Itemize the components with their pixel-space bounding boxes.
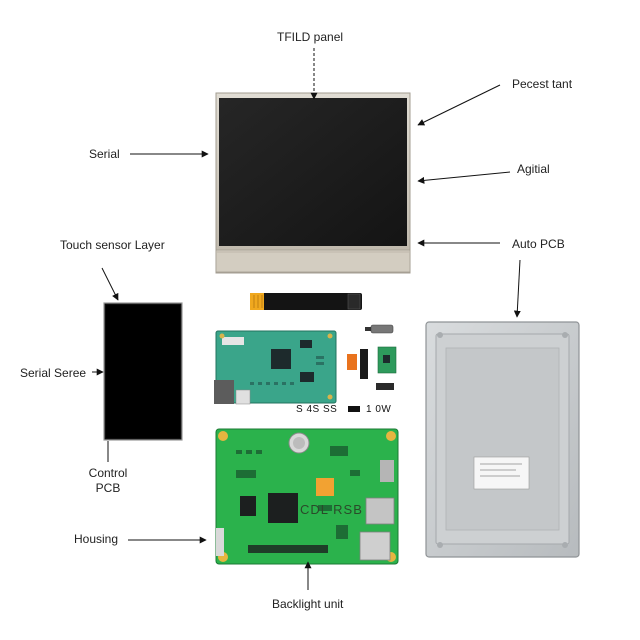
label-control-pcb: Control PCB — [80, 466, 136, 496]
label-control-line1: Control — [88, 466, 128, 480]
small-connectors — [347, 324, 397, 412]
label-housing: Housing — [74, 532, 119, 546]
arrow-agitial — [417, 171, 511, 184]
board-silk-small-right: 1 0W — [366, 404, 392, 415]
arrow-touch — [101, 267, 119, 301]
arrow-auto-pcb-down — [513, 259, 521, 318]
label-pecest-tant: Pecest tant — [512, 77, 573, 91]
label-tft-panel: TFILD panel — [277, 30, 344, 44]
label-control-line2: PCB — [95, 481, 121, 495]
label-serial-sense: Serial Seree — [20, 366, 87, 380]
flex-cable — [250, 293, 362, 310]
metal-housing — [425, 321, 580, 558]
label-touch-sensor: Touch sensor Layer — [60, 238, 165, 252]
control-board-small — [214, 330, 337, 405]
touch-sensor-layer — [103, 302, 183, 441]
tft-lcd-panel — [215, 92, 411, 274]
label-auto-pcb: Auto PCB — [512, 237, 565, 251]
main-pcb — [215, 428, 399, 565]
label-agitial: Agitial — [517, 162, 550, 176]
label-serial: Serial — [89, 147, 120, 161]
label-backlight: Backlight unit — [272, 597, 344, 611]
leader-lines — [92, 48, 521, 590]
arrow-pecest-tant — [417, 84, 501, 126]
board-silk-large: CDL RSB — [300, 502, 363, 517]
board-silk-small: S 4S SS — [296, 404, 338, 415]
